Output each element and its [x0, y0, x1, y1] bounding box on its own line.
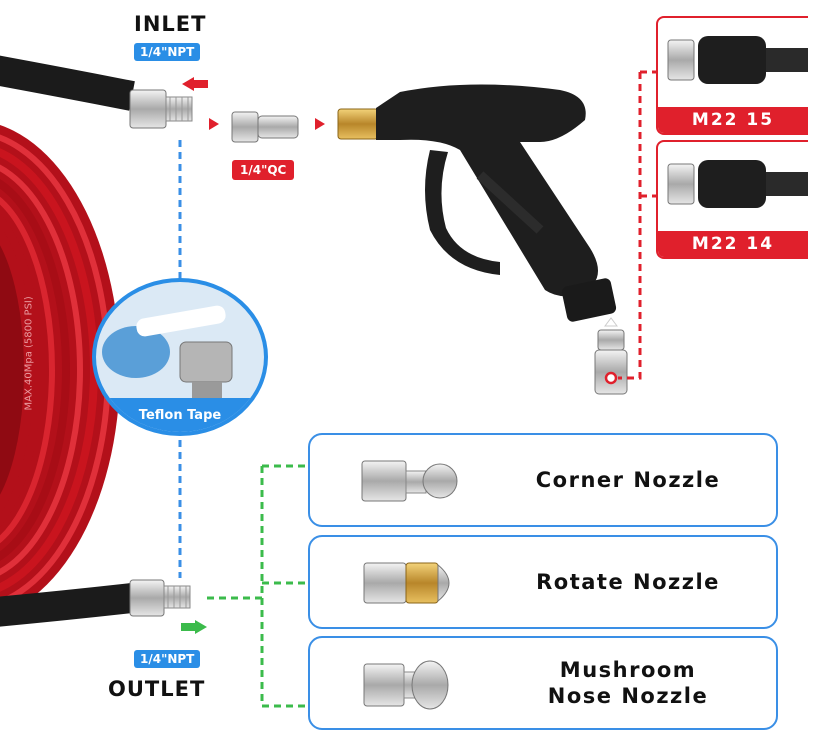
nozzle-card-mushroom: Mushroom Nose Nozzle: [308, 636, 778, 730]
chevron-left-icon: [209, 118, 219, 130]
spray-gun: [337, 84, 617, 322]
outlet-arrow-icon: [181, 620, 207, 634]
mushroom-nozzle-label: Mushroom Nose Nozzle: [500, 638, 756, 728]
rotate-nozzle-label: Rotate Nozzle: [536, 570, 720, 594]
nozzle-card-corner: Corner Nozzle: [308, 433, 778, 527]
corner-nozzle-image: [361, 460, 458, 502]
corner-nozzle-label: Corner Nozzle: [535, 468, 721, 492]
inlet-hose: [0, 55, 193, 129]
variant-m22-14: M22 14: [656, 140, 808, 259]
m22-connector-image: [667, 36, 808, 84]
variant-m22-15-label: M22 15: [658, 107, 808, 133]
nozzle-card-rotate: Rotate Nozzle: [308, 535, 778, 629]
variant-m22-15: M22 15: [656, 16, 808, 135]
mushroom-nozzle-image: [363, 660, 449, 710]
inlet-title: INLET: [134, 12, 207, 36]
inlet-thread-badge: 1/4"NPT: [134, 43, 201, 61]
outlet-hose: [0, 579, 191, 627]
m22-connector-image: [667, 160, 808, 208]
mushroom-nozzle-label-line2: Nose Nozzle: [547, 684, 709, 708]
chevron-left-icon: [315, 118, 325, 130]
rotate-nozzle-image: [363, 562, 450, 604]
outlet-thread-badge: 1/4"NPT: [134, 650, 201, 668]
m22-adapter: [594, 329, 628, 395]
variant-m22-14-label: M22 14: [658, 231, 808, 257]
teflon-tape-label: Teflon Tape: [96, 398, 264, 432]
quick-connect-badge: 1/4"QC: [232, 160, 295, 180]
mushroom-nozzle-label-line1: Mushroom: [559, 658, 697, 682]
quick-connect-coupler: [231, 111, 299, 143]
chevron-up-icon: [604, 317, 618, 327]
inlet-arrow-icon: [182, 77, 208, 91]
hose-print-text: MAX.40Mpa (5800 PSI): [23, 296, 35, 411]
outlet-title: OUTLET: [108, 677, 206, 701]
teflon-tape-callout: Teflon Tape: [92, 278, 268, 436]
